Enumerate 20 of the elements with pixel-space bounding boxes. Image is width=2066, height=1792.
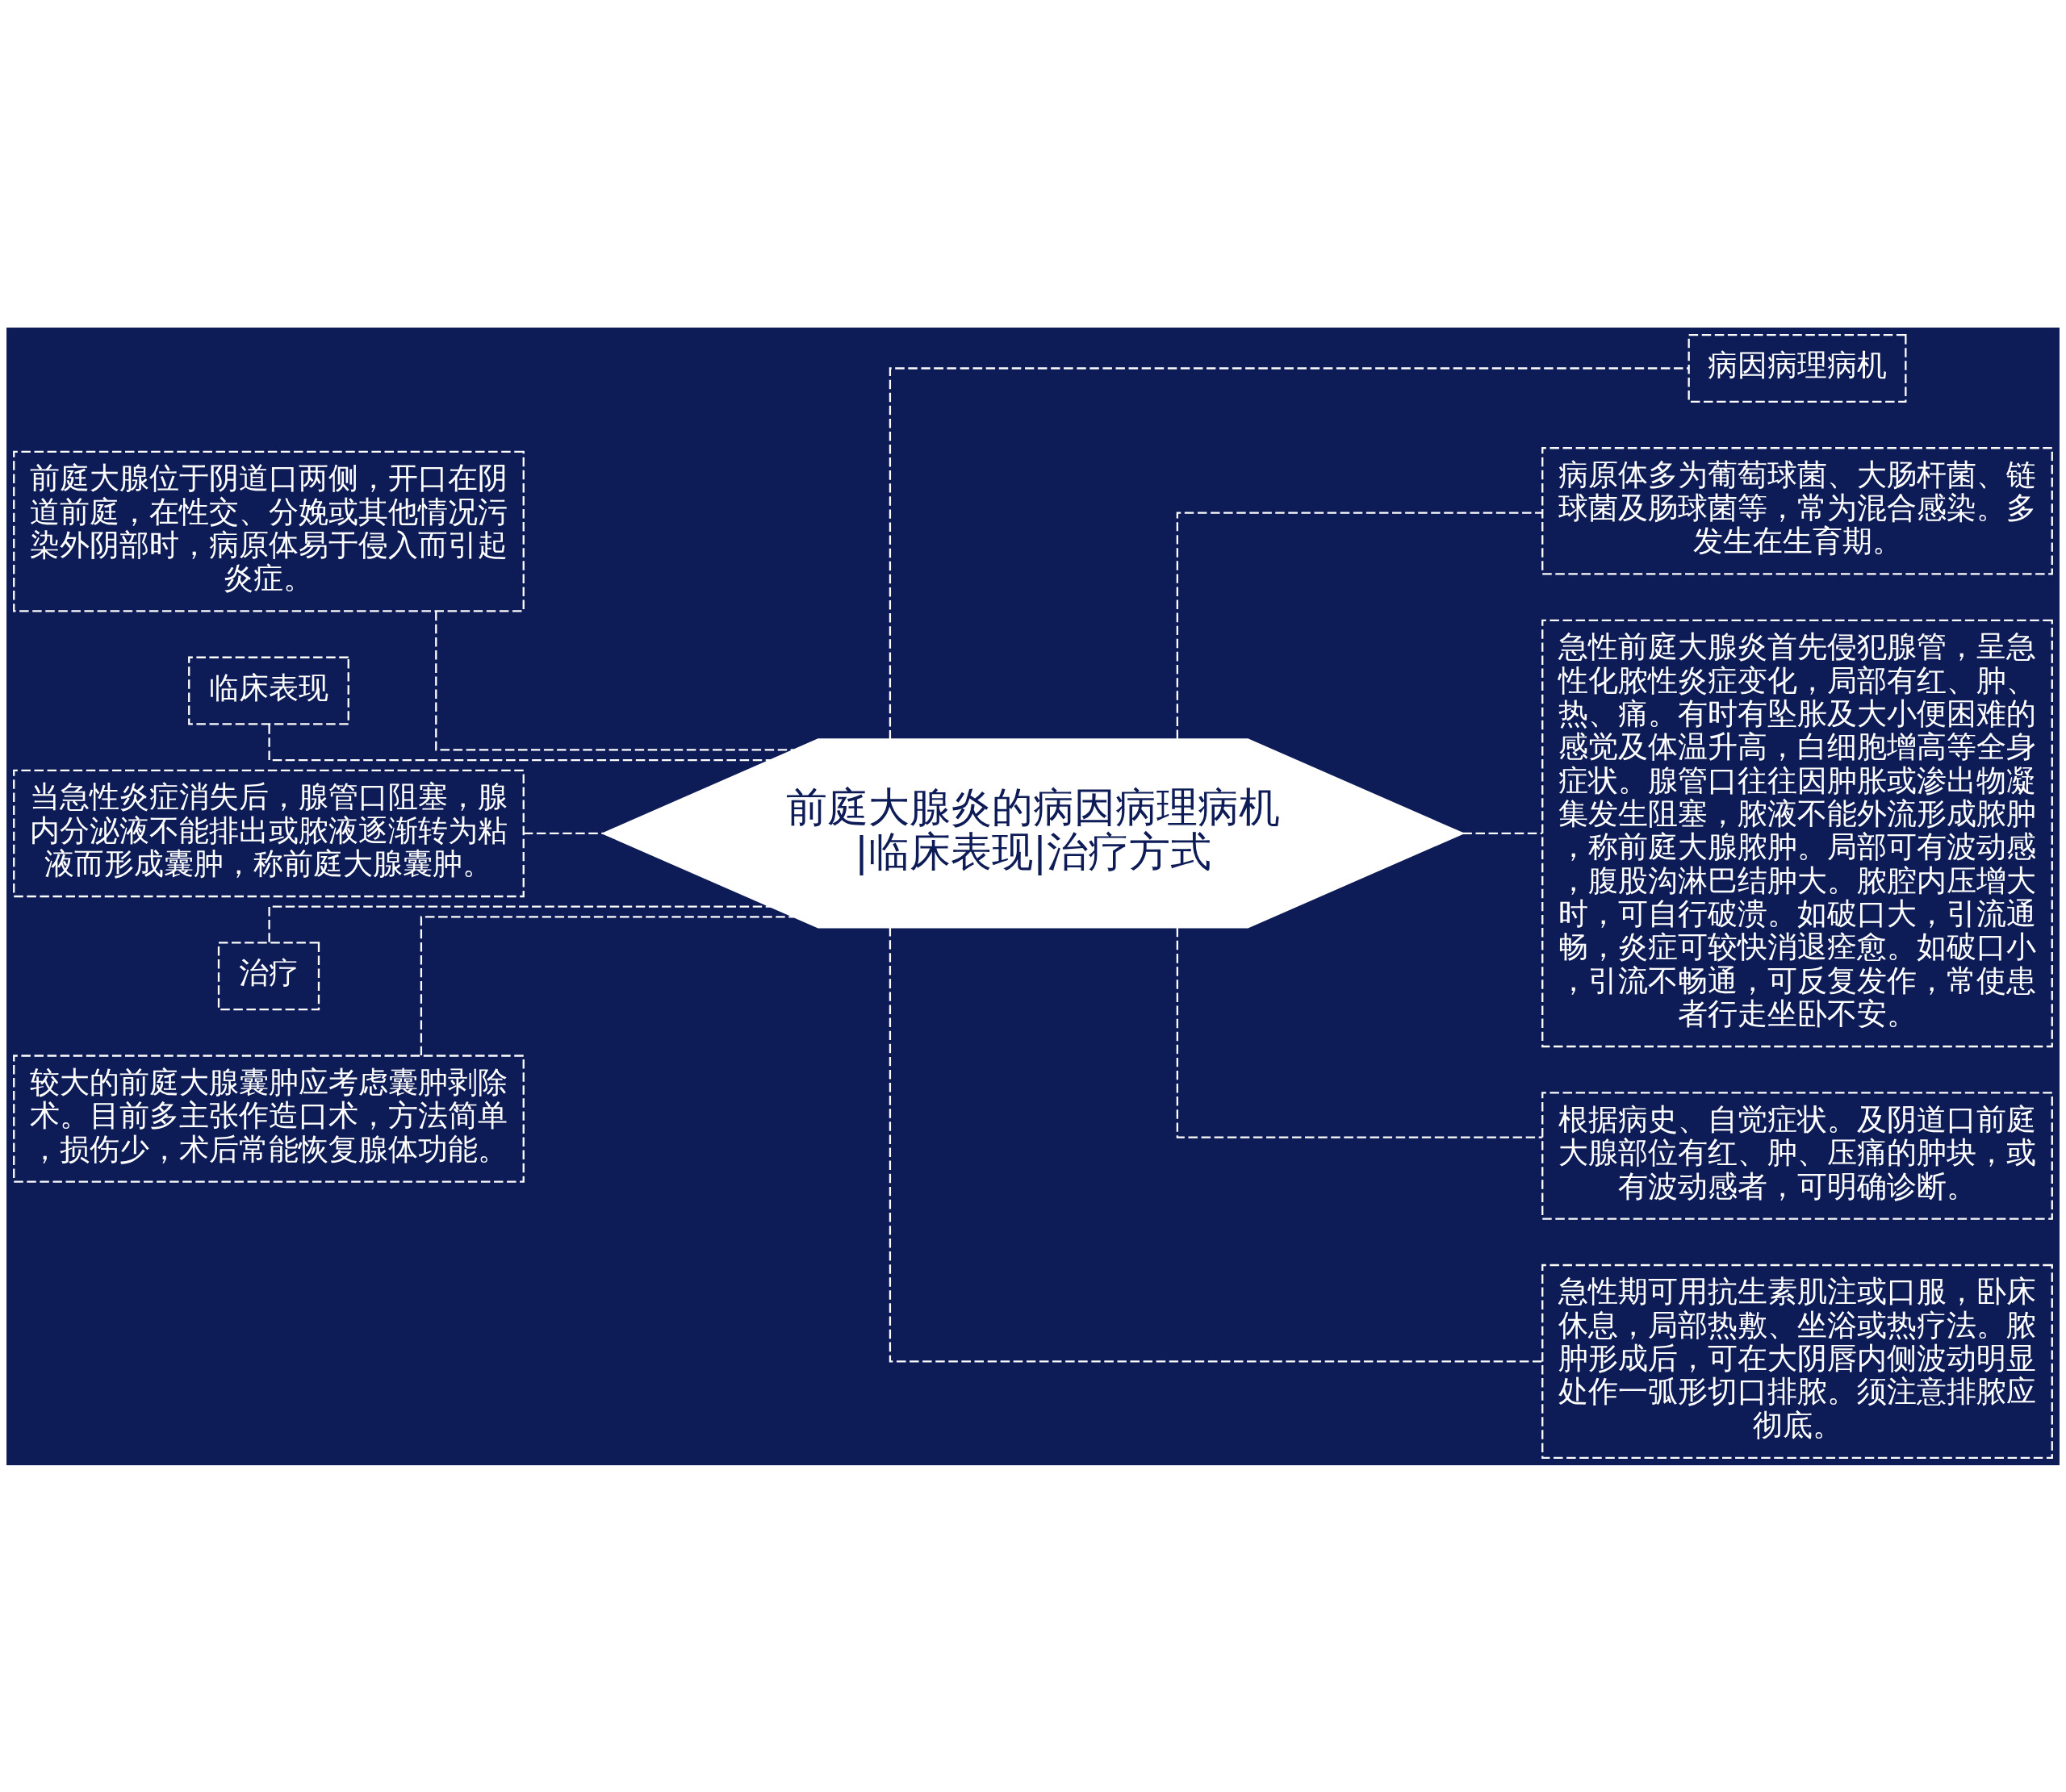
node-box: 病因病理病机: [1688, 333, 1907, 403]
connector: [1176, 927, 1543, 1138]
node-box: 病原体多为葡萄球菌、大肠杆菌、链球菌及肠球菌等，常为混合感染。多发生在生育期。: [1541, 446, 2053, 575]
node-box: 治疗: [217, 941, 320, 1010]
node-box: 临床表现: [188, 656, 349, 725]
connector: [524, 832, 604, 834]
connector: [1176, 512, 1543, 739]
node-box: 较大的前庭大腺囊肿应考虑囊肿剥除术。目前多主张作造口术，方法简单，损伤少，术后常能恢复腺体功能。: [13, 1054, 525, 1183]
node-box: 当急性炎症消失后，腺管口阻塞，腺内分泌液不能排出或脓液逐渐转为粘液而形成囊肿，称前庭大腺囊肿。: [13, 769, 525, 897]
node-box: 根据病史、自觉症状。及阴道口前庭大腺部位有红、肿、压痛的肿块，或有波动感者，可明确诊断。: [1541, 1091, 2053, 1220]
node-box: 急性期可用抗生素肌注或口服，卧床休息，局部热敷、坐浴或热疗法。脓肿形成后，可在大阴唇内侧波动明显处作一弧形切口排脓。须注意排脓应彻底。: [1541, 1264, 2053, 1459]
connector: [420, 915, 794, 1055]
connector: [268, 724, 771, 761]
node-box: 前庭大腺位于阴道口两侧，开口在阴道前庭，在性交、分娩或其他情况污染外阴部时，病原体易于侵入而引起炎症。: [13, 450, 525, 612]
connector: [1462, 832, 1542, 834]
connector: [889, 366, 1689, 739]
connector: [268, 905, 771, 942]
connector: [435, 611, 794, 751]
connector: [889, 926, 1542, 1363]
node-box: 急性前庭大腺炎首先侵犯腺管，呈急性化脓性炎症变化，局部有红、肿、热、痛。有时有坠胀及大小便困难的感觉及体温升高，白细胞增高等全身症状。腺管口往往因肿胀或渗出物凝集发生阻塞，脓液不能外流形成脓肿，称前庭大腺脓肿。局部可有波动感，腹股沟淋巴结肿大。脓腔内压增大时，可自行破溃。如破口大，引流通畅，炎症可较快消退痊愈。如破口小，引流不畅通，可反复发作，常使患者行走坐卧不安。: [1541, 619, 2053, 1047]
